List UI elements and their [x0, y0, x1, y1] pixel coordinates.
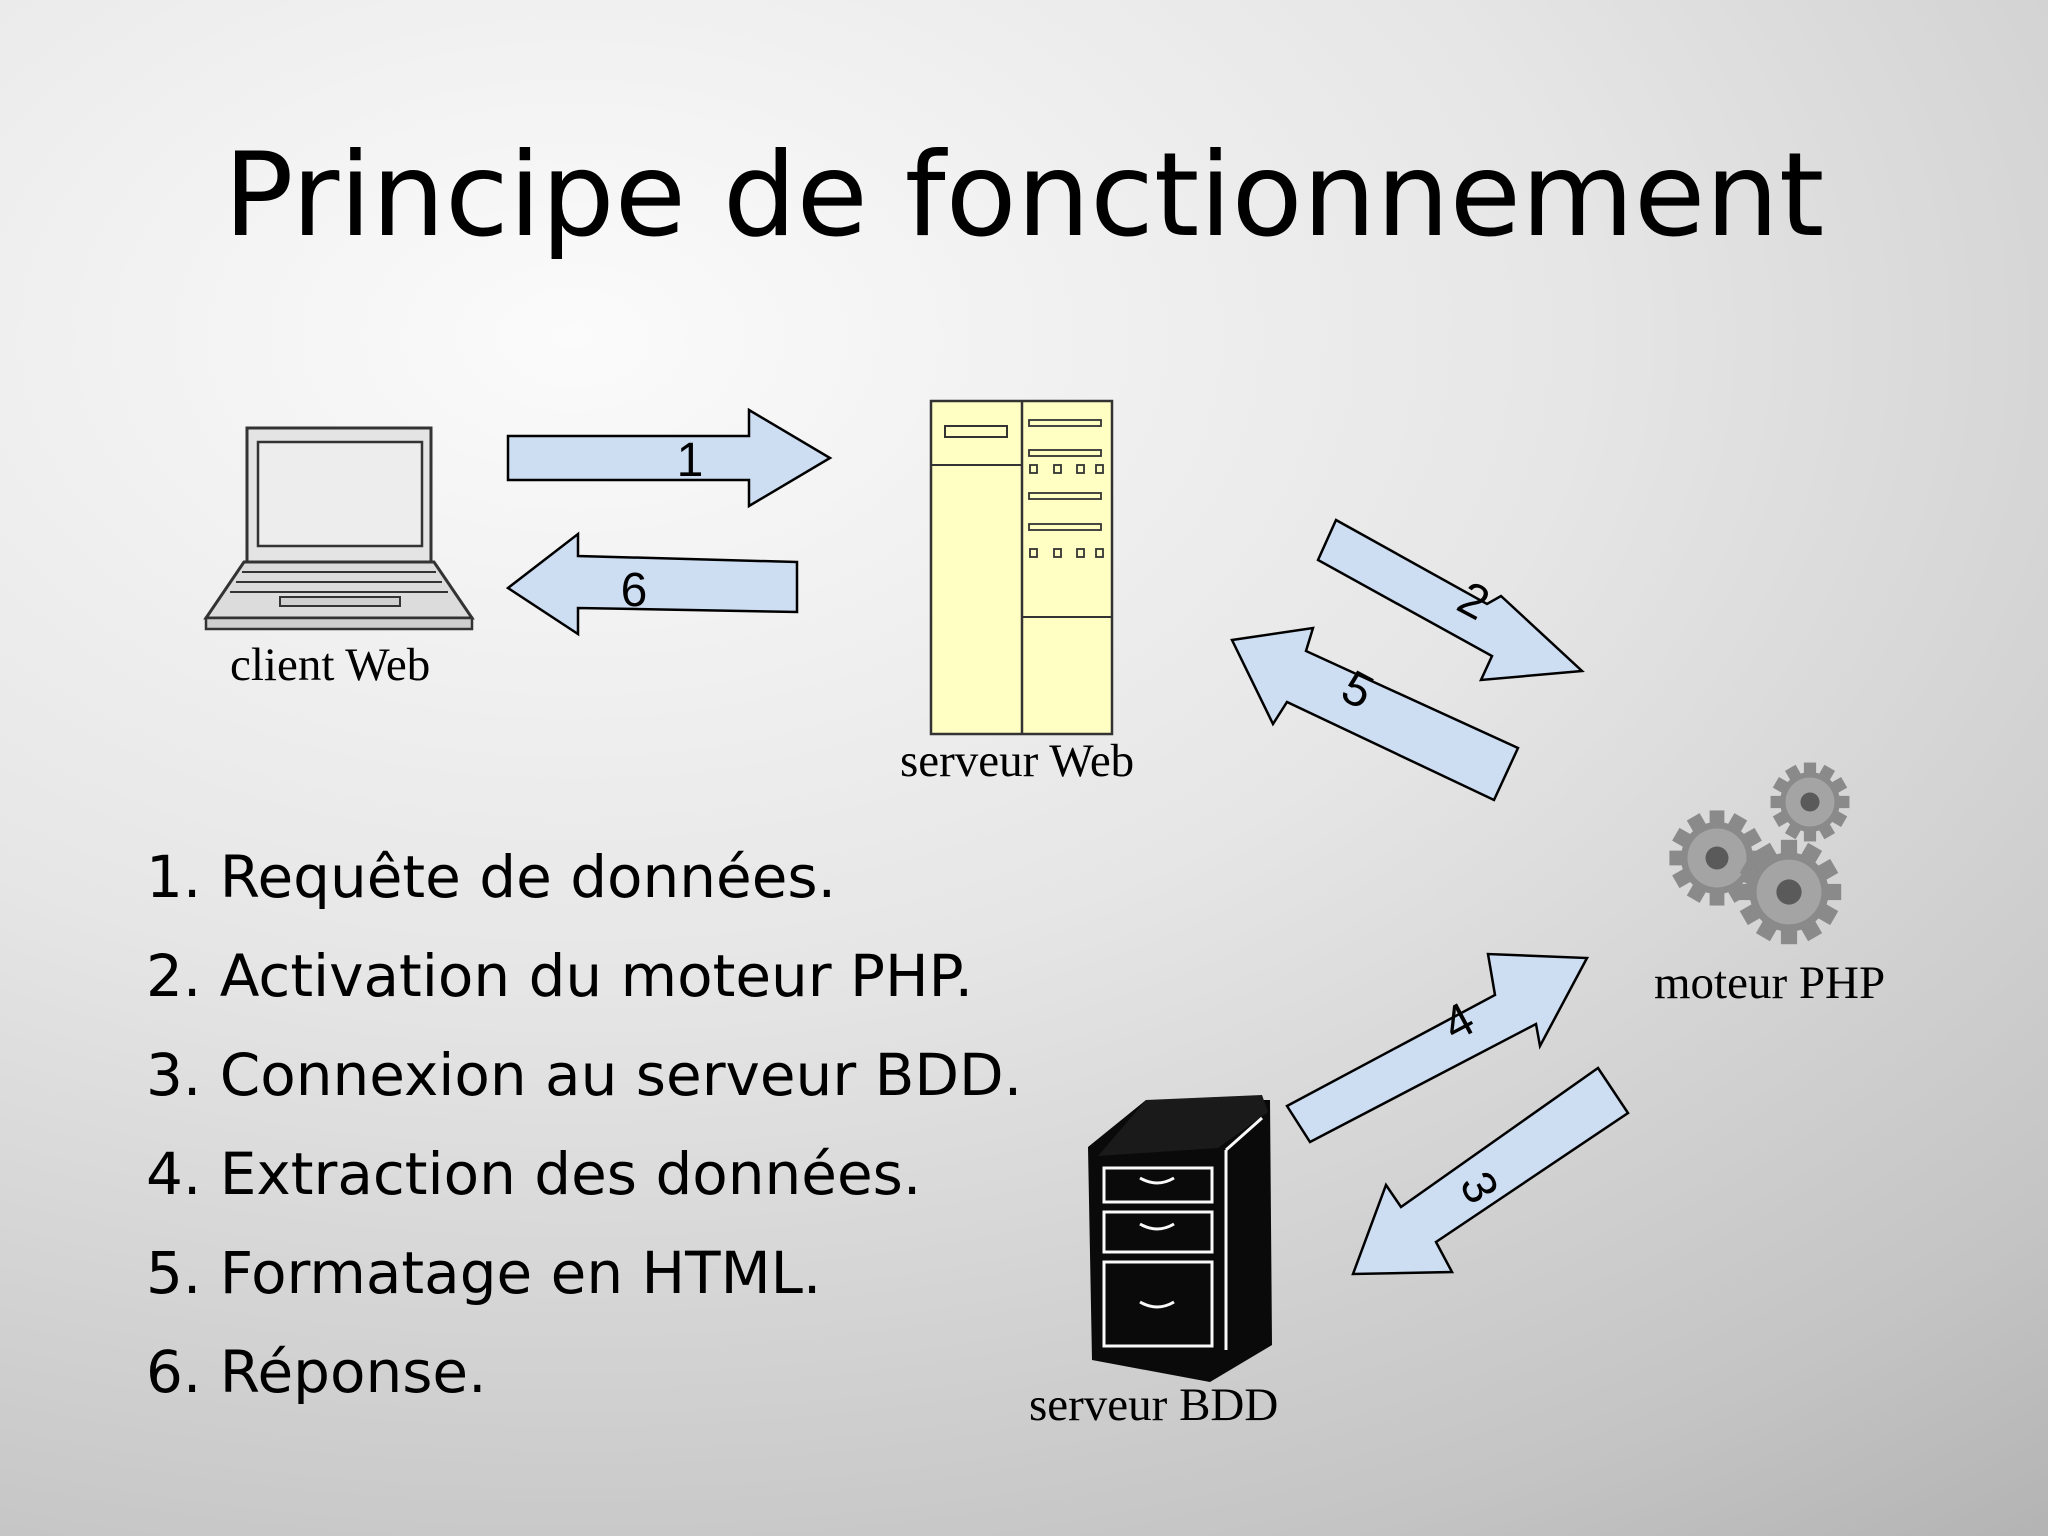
db-server-label: serveur BDD	[1029, 1379, 1279, 1431]
laptop-icon	[203, 426, 475, 631]
arrow-5: 5	[1230, 626, 1520, 802]
web-server-label: serveur Web	[900, 735, 1135, 787]
step-item: 2. Activation du moteur PHP.	[146, 942, 974, 1010]
filing-cabinet-icon	[1088, 1095, 1272, 1382]
steps-list: 1. Requête de données. 2. Activation du …	[146, 828, 1022, 1422]
php-engine-label: moteur PHP	[1654, 957, 1886, 1009]
step-item: 4. Extraction des données.	[146, 1140, 922, 1208]
step-item: 6. Réponse.	[146, 1338, 487, 1406]
arrow-3: 3	[1351, 1066, 1630, 1276]
client-web-label: client Web	[230, 639, 431, 691]
arrow-6-number: 6	[621, 564, 648, 617]
arrow-6: 6	[505, 531, 799, 637]
gears-icon	[1669, 762, 1850, 945]
step-item: 5. Formatage en HTML.	[146, 1239, 822, 1307]
step-item: 3. Connexion au serveur BDD.	[146, 1041, 1023, 1109]
server-tower-icon	[929, 399, 1114, 736]
slide-title: Principe de fonctionnement	[223, 128, 1825, 263]
arrow-1-number: 1	[677, 434, 704, 487]
arrow-1: 1	[506, 407, 833, 509]
step-item: 1. Requête de données.	[146, 843, 837, 911]
arrow-2: 2	[1316, 518, 1585, 682]
